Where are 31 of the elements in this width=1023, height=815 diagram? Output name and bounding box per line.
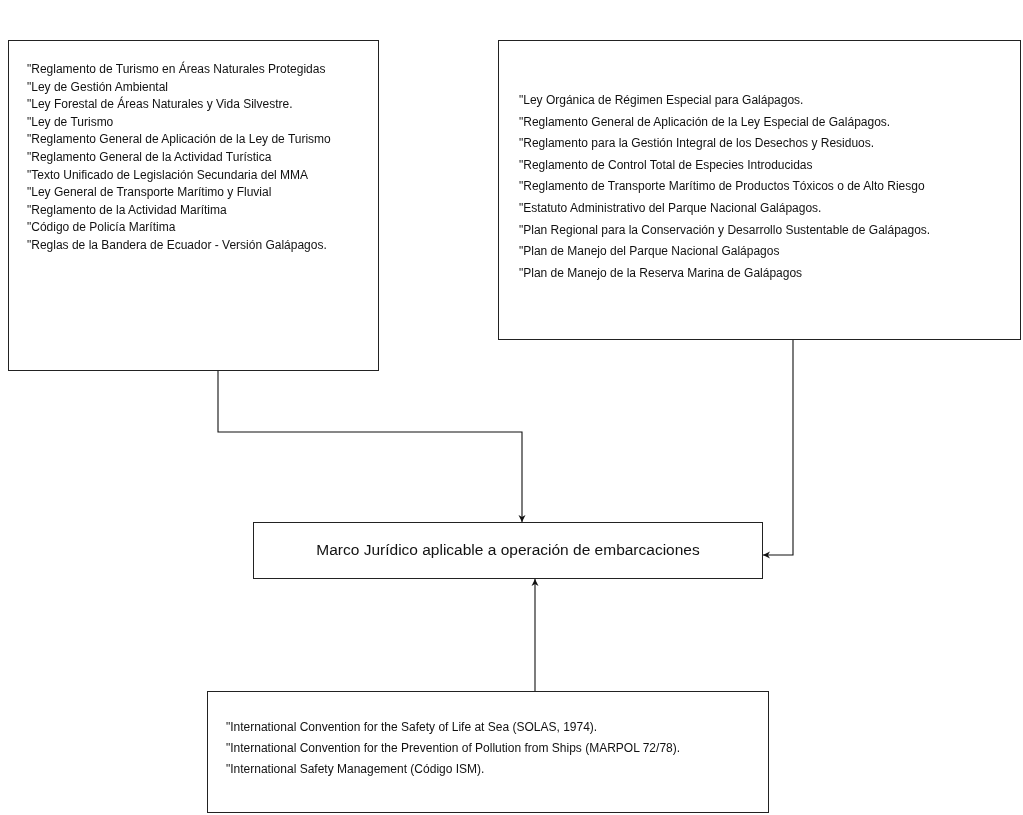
law-item: "Estatuto Administrativo del Parque Nacional Galápagos. bbox=[519, 201, 822, 215]
arrow bbox=[762, 339, 794, 559]
law-item: "Reglamento para la Gestión Integral de los Desechos y Residuos. bbox=[519, 136, 875, 151]
list-box bbox=[498, 40, 1021, 340]
target-box bbox=[253, 522, 763, 579]
list-box bbox=[207, 691, 769, 813]
box-title: Marco Jurídico aplicable a operación de embarcaciones bbox=[315, 541, 701, 559]
arrow bbox=[217, 370, 526, 523]
law-item: "International Convention for the Prevention of Pollution from Ships (MARPOL 72/78). bbox=[226, 741, 681, 756]
law-item: "International Safety Management (Código ISM). bbox=[226, 762, 485, 777]
law-item: "Reglamento de Control Total de Especies Introducidas bbox=[519, 157, 813, 172]
law-item: "Texto Unificado de Legislación Secundaria del MMA bbox=[27, 167, 309, 182]
law-item: "Reglamento General de la Actividad Turística bbox=[27, 150, 272, 164]
law-item: "Ley de Gestión Ambiental bbox=[27, 79, 168, 94]
law-item: "Reglamento de Turismo en Áreas Naturales Protegidas bbox=[27, 62, 326, 76]
law-item: "Ley de Turismo bbox=[27, 114, 114, 129]
law-item: "Reglamento General de Aplicación de la Ley de Turismo bbox=[27, 132, 331, 147]
law-item: "Plan de Manejo de la Reserva Marina de Galápagos bbox=[519, 265, 803, 280]
list-box bbox=[8, 40, 379, 371]
law-item: "Plan de Manejo del Parque Nacional Galápagos bbox=[519, 244, 780, 259]
law-item: "Código de Policía Marítima bbox=[27, 220, 176, 235]
law-item: "Ley Forestal de Áreas Naturales y Vida Silvestre. bbox=[27, 97, 293, 112]
law-item: "Reglamento de Transporte Marítimo de Productos Tóxicos o de Alto Riesgo bbox=[519, 179, 925, 194]
law-item: "Reglamento de la Actividad Marítima bbox=[27, 202, 227, 217]
law-item: "Plan Regional para la Conservación y Desarrollo Sustentable de Galápagos. bbox=[519, 222, 931, 237]
law-item: "Reglamento General de Aplicación de la Ley Especial de Galápagos. bbox=[519, 114, 891, 129]
law-item: "Ley General de Transporte Marítimo y Fluvial bbox=[27, 185, 272, 200]
arrow bbox=[531, 578, 539, 692]
law-item: "Reglas de la Bandera de Ecuador - Versión Galápagos. bbox=[27, 238, 327, 252]
law-item: "International Convention for the Safety of Life at Sea (SOLAS, 1974). bbox=[226, 720, 598, 734]
law-item: "Ley Orgánica de Régimen Especial para Galápagos. bbox=[519, 93, 804, 107]
